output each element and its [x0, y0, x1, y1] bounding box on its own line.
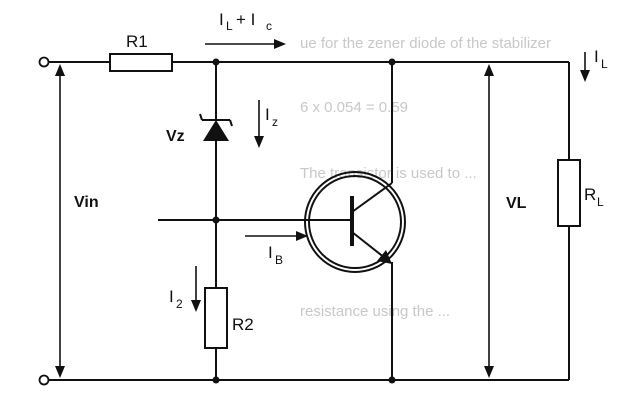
- il-label-sub: L: [601, 57, 608, 71]
- vl-label: VL: [506, 195, 527, 212]
- ib-arrowhead: [296, 231, 308, 241]
- r1-label: R1: [126, 32, 148, 51]
- ghost-text-1: ue for the zener diode of the stabilizer: [300, 35, 551, 52]
- i2-label: I 2: [169, 287, 183, 311]
- r2-label: R2: [232, 315, 254, 334]
- zener-cathode-tail: [199, 113, 203, 121]
- vz-label: Vz: [166, 128, 185, 145]
- il-ic-label-sub1: L: [226, 19, 233, 33]
- i2-label-main: I: [169, 287, 174, 306]
- rl-label-main: R: [584, 185, 596, 204]
- vl-arrowhead-up: [484, 64, 494, 76]
- transistor-ring-inner: [308, 175, 402, 269]
- background-text: ue for the zener diode of the stabilizer…: [300, 35, 551, 320]
- vl-arrowhead-down: [484, 366, 494, 378]
- rl-label-sub: L: [597, 195, 604, 209]
- il-ic-label-sub2: c: [266, 19, 272, 33]
- iz-label-sub: z: [272, 115, 278, 129]
- junction-dot: [388, 58, 396, 66]
- iz-arrowhead: [254, 136, 264, 148]
- i2-arrowhead: [191, 300, 201, 312]
- junction-dot: [388, 376, 396, 384]
- ghost-text-2: 6 x 0.054 = 0.59: [300, 99, 408, 116]
- vin-label: Vin: [74, 194, 99, 211]
- terminal-top: [38, 56, 50, 68]
- i2-label-sub: 2: [176, 297, 183, 311]
- il-ic-arrowhead: [274, 39, 286, 49]
- il-label: I L: [594, 47, 608, 71]
- transistor-ring-outer: [304, 171, 406, 273]
- ib-label: I B: [268, 243, 283, 267]
- rl-resistor: [557, 159, 581, 227]
- ghost-text-4: resistance using the ...: [300, 303, 450, 320]
- zener-cathode-tail-right: [229, 119, 233, 127]
- iz-label-main: I: [265, 105, 270, 124]
- junction-dot: [212, 58, 220, 66]
- vin-arrowhead-down: [55, 366, 65, 378]
- junction-dot: [212, 376, 220, 384]
- emitter-arrowhead: [377, 250, 392, 264]
- junction-dot: [212, 216, 220, 224]
- il-ic-label-plus: + I: [236, 10, 255, 29]
- transistor-collector: [351, 182, 393, 213]
- ib-label-main: I: [268, 243, 273, 262]
- il-arrowhead: [580, 70, 590, 82]
- ghost-text-3: The transistor is used to ...: [300, 165, 477, 182]
- r1-resistor: [109, 53, 173, 72]
- terminal-bottom: [38, 374, 50, 386]
- rl-label: R L: [584, 185, 604, 209]
- iz-label: I z: [265, 105, 278, 129]
- il-label-main: I: [594, 47, 599, 66]
- il-ic-label: I L + I c: [219, 10, 272, 33]
- zener-diode-icon: [203, 120, 229, 141]
- vin-arrowhead-up: [55, 64, 65, 76]
- il-ic-label-main: I: [219, 10, 224, 29]
- ib-label-sub: B: [275, 253, 283, 267]
- r2-resistor: [204, 287, 228, 349]
